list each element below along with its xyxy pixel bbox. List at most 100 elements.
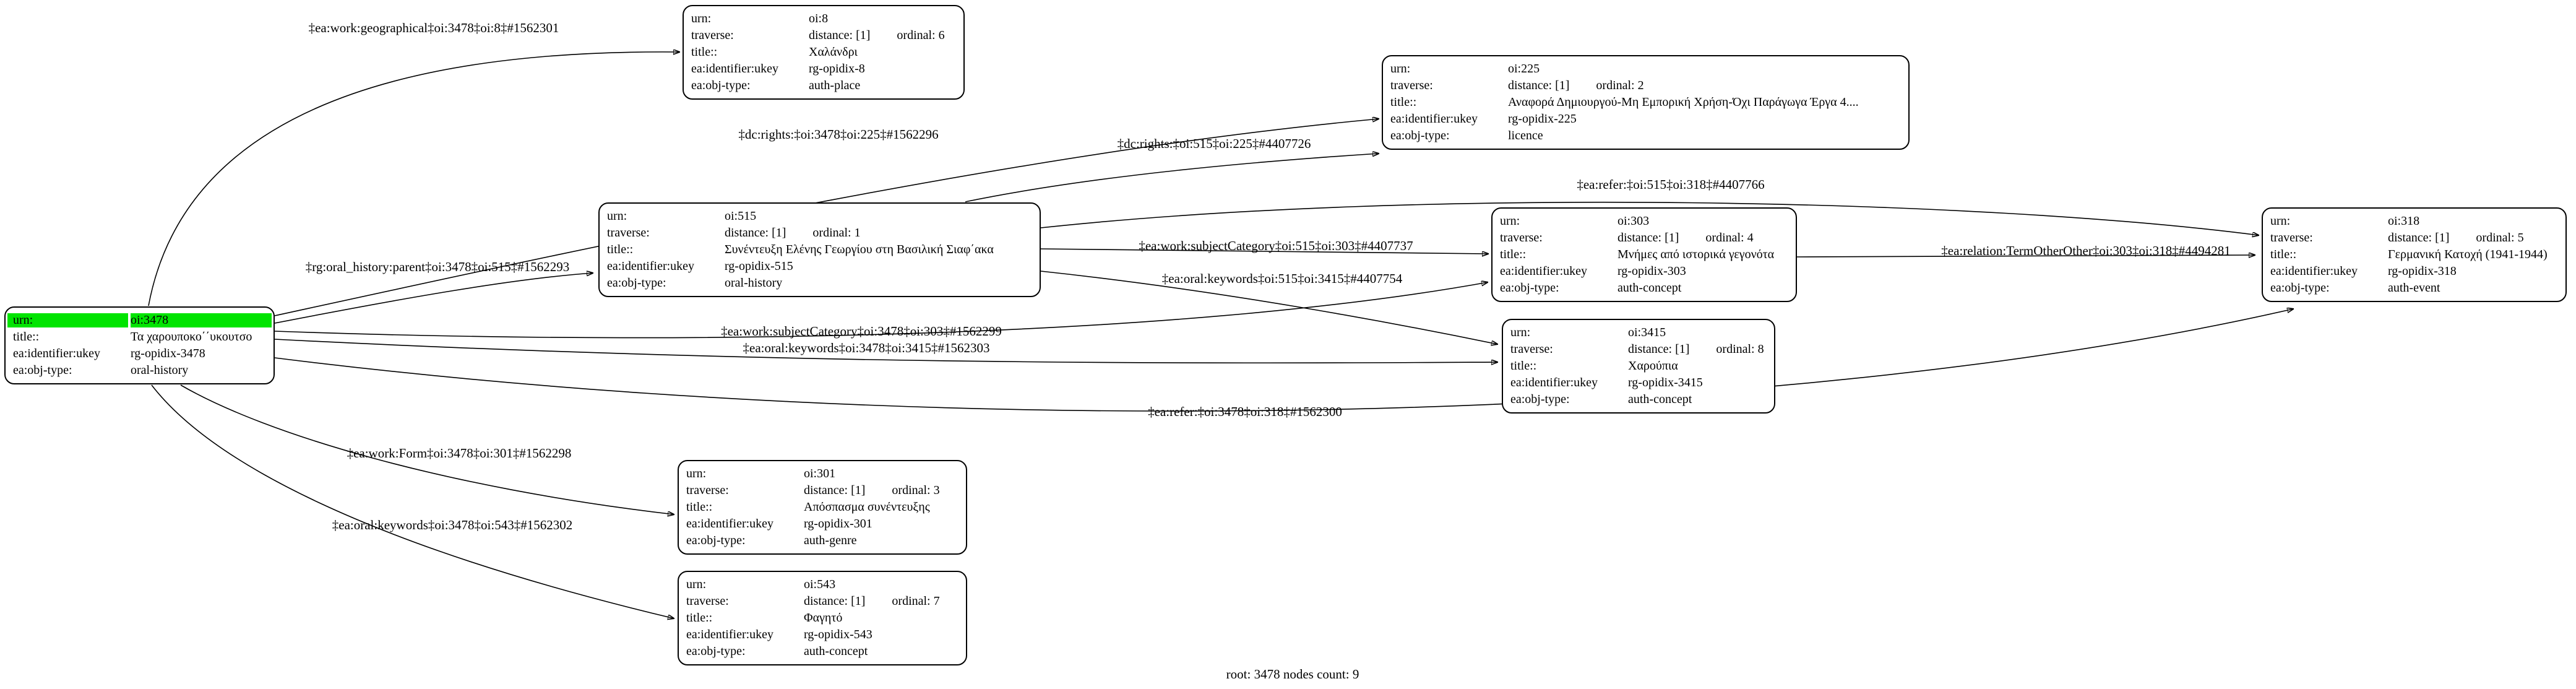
field-value: rg-opidix-225 — [1508, 112, 1577, 126]
field-key: title:: — [1500, 248, 1527, 261]
field-value: oi:3415 — [1628, 326, 1666, 339]
field-key: title:: — [686, 500, 713, 514]
edge-label: ‡ea:oral:keywords‡oi:3478‡oi:543‡#156230… — [332, 518, 572, 532]
node-field-row: title::Μνήμες από ιστορικά γεγονότα — [1494, 246, 1794, 263]
field-value: distance: [1] — [725, 226, 786, 240]
field-key: traverse: — [1510, 342, 1553, 356]
node-field-row: urn: oi:225 — [1385, 61, 1906, 77]
node-field-row: title::Απόσπασμα συνέντευξης — [681, 499, 964, 516]
field-value: rg-opidix-3415 — [1628, 376, 1703, 389]
node-field-row: title::Γερμανική Κατοχή (1941-1944) — [2265, 246, 2564, 263]
field-key: urn: — [1500, 214, 1520, 228]
field-value: oi:301 — [804, 467, 836, 480]
edge-path-keywords-543 — [151, 384, 674, 618]
field-value: rg-opidix-515 — [725, 259, 793, 273]
field-value-ordinal: ordinal: 5 — [2476, 231, 2524, 245]
field-key: ea:obj-type: — [686, 644, 746, 658]
field-key: traverse: — [686, 594, 729, 608]
edge-path-geographical — [148, 52, 679, 306]
node-field-row: traverse:distance: [1]ordinal: 3 — [681, 482, 964, 499]
field-value: oral-history — [131, 363, 189, 377]
node-field-row: title::Αναφορά Δημιουργού-Μη Εμπορική Χρ… — [1385, 94, 1906, 111]
field-value: distance: [1] — [1628, 342, 1690, 356]
field-value: auth-concept — [1628, 392, 1692, 406]
field-value-ordinal: ordinal: 6 — [897, 28, 945, 42]
edge-path-work-form — [180, 384, 674, 514]
field-value: distance: [1] — [2388, 231, 2450, 245]
node-field-row: ea:obj-type: auth-event — [2265, 280, 2564, 297]
node-field-row: ea:obj-type:licence — [1385, 128, 1906, 144]
field-key: traverse: — [691, 28, 734, 42]
edge-label: ‡ea:work:geographical‡oi:3478‡oi:8‡#1562… — [309, 20, 559, 35]
field-value: rg-opidix-543 — [804, 628, 872, 641]
node-field-row: urn: oi:3415 — [1505, 324, 1772, 341]
field-value: Χαρούπια — [1628, 359, 1678, 373]
field-key: ea:obj-type: — [1510, 392, 1570, 406]
field-value: oi:543 — [804, 578, 836, 591]
node-field-row: title::Χαλάνδρι — [686, 44, 962, 61]
field-value: auth-event — [2388, 281, 2440, 295]
node-field-row: ea:identifier:ukey rg-opidix-3415 — [1505, 375, 1772, 391]
edge-label: ‡ea:oral:keywords‡oi:515‡oi:3415‡#440775… — [1162, 271, 1403, 286]
node-field-row: traverse: distance: [1] ordinal: 7 — [681, 593, 964, 610]
field-key: title:: — [1390, 95, 1417, 109]
field-key: title:: — [607, 243, 634, 256]
field-value: distance: [1] — [1618, 231, 1679, 245]
node-field-row: urn:oi:8 — [686, 11, 962, 27]
field-key: urn: — [1390, 62, 1411, 76]
field-key: traverse: — [1390, 79, 1433, 92]
field-key: ea:obj-type: — [1500, 281, 1559, 295]
status-line: root: 3478 nodes count: 9 — [1226, 667, 1359, 682]
field-key: ea:identifier:ukey — [2270, 264, 2358, 278]
field-value: auth-concept — [1618, 281, 1682, 295]
field-key: urn: — [2270, 214, 2291, 228]
node-field-row: title::Συνέντευξη Ελένης Γεωργίου στη Βα… — [601, 241, 1038, 258]
edge-path-subjectcategory-515 — [1040, 248, 1488, 254]
field-key: title:: — [1510, 359, 1537, 373]
field-key: ea:identifier:ukey — [1510, 376, 1598, 389]
node-field-row: urn:oi:3478 — [7, 312, 272, 329]
edge-label: ‡ea:refer:‡oi:3478‡oi:318‡#1562300 — [1148, 404, 1342, 419]
field-key: ea:identifier:ukey — [686, 517, 774, 531]
node-field-row: ea:obj-type: auth-concept — [681, 643, 964, 660]
field-value: Απόσπασμα συνέντευξης — [804, 500, 930, 514]
field-key: urn: — [1510, 326, 1531, 339]
field-key: urn: — [607, 209, 627, 223]
node-field-row: urn:oi:303 — [1494, 213, 1794, 230]
edge-path-subjectcategory-3478 — [274, 282, 1488, 339]
field-key: ea:obj-type: — [1390, 129, 1450, 142]
field-key: title:: — [13, 330, 40, 344]
node-field-row: ea:obj-type:auth-place — [686, 77, 962, 94]
field-key: title:: — [686, 611, 713, 625]
field-value: oi:225 — [1508, 62, 1540, 76]
field-value: oi:318 — [2388, 214, 2420, 228]
field-value-ordinal: ordinal: 7 — [892, 594, 940, 608]
edge-path-keywords-3415 — [274, 339, 1497, 363]
edge-label: ‡ea:oral:keywords‡oi:3478‡oi:3415‡#15623… — [743, 340, 990, 355]
edge-label: ‡dc:rights:‡oi:515‡oi:225‡#4407726 — [1118, 136, 1311, 151]
node-field-row: traverse:distance: [1]ordinal: 6 — [686, 27, 962, 44]
field-value: auth-concept — [804, 644, 868, 658]
edge-path-relation-termotherother — [1796, 255, 2255, 257]
edge-label: ‡ea:work:subjectCategory‡oi:515‡oi:303‡#… — [1139, 238, 1413, 253]
edge-path-rights-515 — [965, 154, 1379, 202]
field-value: rg-opidix-303 — [1618, 264, 1686, 278]
field-key: urn: — [7, 313, 128, 327]
node-field-row: ea:obj-type:auth-genre — [681, 532, 964, 549]
field-key: ea:obj-type: — [2270, 281, 2330, 295]
field-value: distance: [1] — [804, 594, 866, 608]
field-key: traverse: — [686, 483, 729, 497]
node-field-row: urn: oi:318 — [2265, 213, 2564, 230]
